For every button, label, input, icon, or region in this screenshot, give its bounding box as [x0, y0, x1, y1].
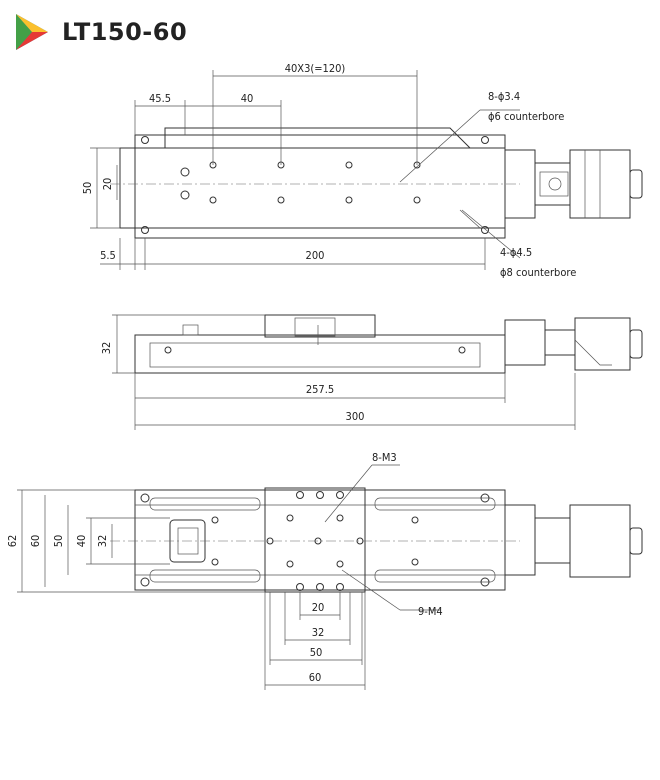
dim-side-length-body: 257.5	[306, 383, 334, 396]
top-mount-holes	[180, 161, 421, 204]
callout-bottom-holes-cb: ϕ8 counterbore	[500, 266, 576, 279]
dim-side-height: 32	[100, 342, 113, 355]
page-title: LT150-60	[62, 18, 188, 46]
dim-w60: 60	[309, 671, 322, 684]
top-view: 40X3(=120) 45.5 40 50 20 5.5 200 8-ϕ3.4 …	[81, 62, 643, 279]
side-motor	[574, 317, 631, 371]
callout-top-holes-count: 8-ϕ3.4	[488, 90, 520, 103]
dim-h62: 62	[6, 535, 19, 548]
dim-edge: 5.5	[100, 249, 116, 262]
dim-h32: 32	[96, 535, 109, 548]
dim-pitch: 40X3(=120)	[285, 62, 346, 75]
dim-height-inner: 20	[101, 178, 114, 191]
side-view: 32 257.5 300	[100, 314, 643, 430]
dim-w50: 50	[310, 646, 323, 659]
dim-height-outer: 50	[81, 182, 94, 195]
bottom-carriage-plate	[264, 487, 366, 593]
callout-bottom-holes-count: 4-ϕ4.5	[500, 246, 532, 259]
dim-h50: 50	[52, 535, 65, 548]
dim-spacing: 40	[241, 92, 254, 105]
dim-w20: 20	[312, 601, 325, 614]
header: LT150-60	[14, 10, 187, 54]
dim-h40: 40	[75, 535, 88, 548]
dim-w32: 32	[312, 626, 325, 639]
dim-side-length-total: 300	[346, 410, 365, 423]
dim-offset-left: 45.5	[149, 92, 171, 105]
callout-m4: 9-M4	[418, 605, 443, 618]
bottom-holes	[140, 491, 490, 591]
bottom-view: 62 60 50 40 32 20 32 50 60 8-M3 9-M4	[6, 451, 643, 690]
top-base-plate	[134, 134, 506, 239]
callout-top-holes-cb: ϕ6 counterbore	[488, 110, 564, 123]
play-triangle-logo-icon	[16, 14, 48, 50]
dim-h60: 60	[29, 535, 42, 548]
motor-knob	[629, 169, 643, 199]
dim-hole-span: 200	[306, 249, 325, 262]
side-carriage	[264, 314, 376, 338]
bottom-motor	[569, 504, 631, 578]
callout-m3: 8-M3	[372, 451, 397, 464]
